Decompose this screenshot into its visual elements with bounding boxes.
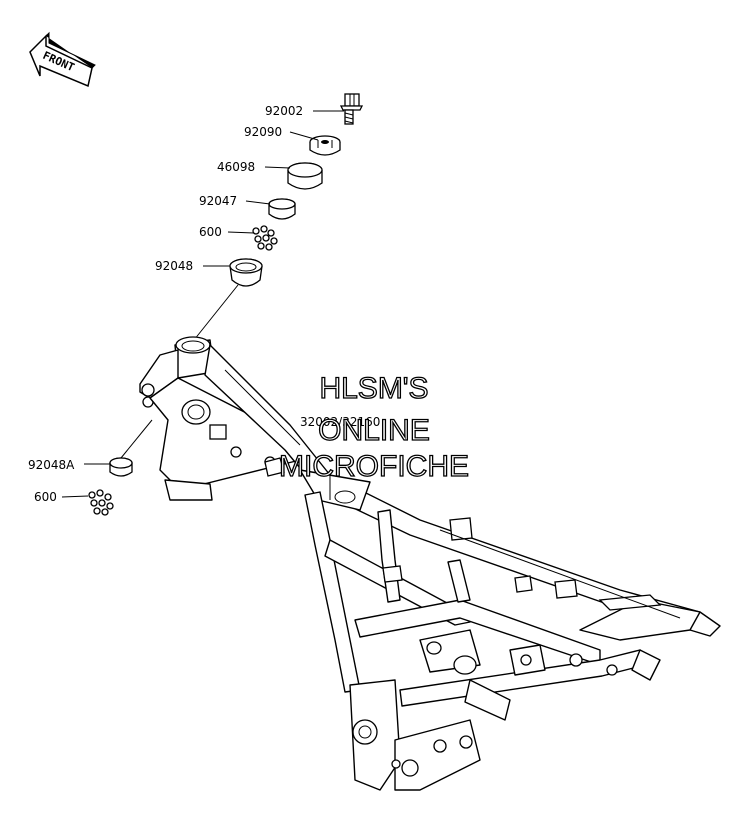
part-label-92048[interactable]: 92048 [155,259,193,273]
motorcycle-frame [139,336,721,791]
part-label-92090[interactable]: 92090 [244,125,282,139]
collar-92090-icon [309,135,341,156]
damper-46098-icon [287,162,323,190]
part-label-92048A[interactable]: 92048A [28,458,75,472]
leader-lines [61,110,344,498]
ball-bearings-upper-icon [252,225,278,251]
front-arrow-icon: FRONT [29,31,96,88]
part-label-600-upper[interactable]: 600 [199,225,222,239]
frame-part-numbers[interactable]: 32002/32160 [300,415,380,429]
spacer-92047-icon [268,198,296,220]
race-92048A-icon [109,457,133,477]
ball-bearings-lower-icon [88,489,114,516]
part-label-46098[interactable]: 46098 [217,160,255,174]
part-labels: 92002 92090 46098 92047 600 92048 92048A… [28,104,380,504]
watermark-line-3: MICROFICHE [279,450,469,483]
part-label-600-lower[interactable]: 600 [34,490,57,504]
watermark: HLSM'S ONLINE MICROFICHE [278,371,469,483]
bolt-92002-icon [339,93,364,125]
part-label-92047[interactable]: 92047 [199,194,237,208]
watermark-line-2: ONLINE [318,414,430,447]
race-92048-icon [229,258,263,287]
watermark-line-1: HLSM'S [319,372,428,405]
part-label-92002[interactable]: 92002 [265,104,303,118]
